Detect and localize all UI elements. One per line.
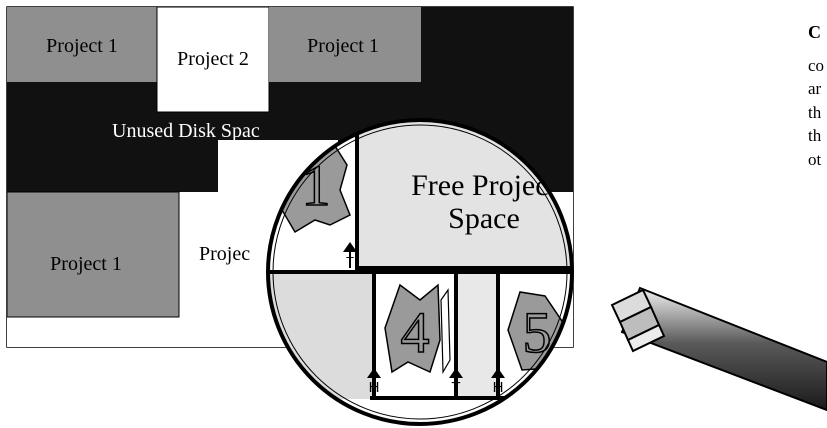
pointer-marker: T [343, 242, 357, 269]
pointer-marker: T [449, 368, 463, 396]
caption-line: ot [808, 150, 822, 169]
caption-line: ar [808, 79, 822, 98]
project-label: Project 1 [50, 253, 122, 275]
magnifier-lens-inner-rim [272, 124, 568, 420]
pointer-label: H [493, 379, 504, 396]
pointer-label: T [346, 254, 354, 269]
caption-line: co [808, 56, 825, 75]
pointer-label: T [569, 379, 578, 396]
project-label: Projec [199, 243, 250, 265]
free-space-label: Space [448, 202, 520, 235]
chunk-shape [384, 283, 441, 374]
caption-line: th [808, 103, 822, 122]
free-space-label: Free Project [411, 169, 557, 202]
caption-line: C [808, 22, 821, 42]
pointer-marker: H [491, 368, 505, 396]
project-block [156, 6, 270, 113]
project-block [269, 7, 421, 82]
handle-ring [626, 323, 666, 353]
magnifier-lens-rim [266, 118, 574, 426]
pointer-marker: T [567, 368, 578, 396]
project-block [7, 7, 157, 82]
project-block [6, 191, 180, 318]
pointer-marker: H [367, 368, 381, 396]
pointer-label: H [369, 379, 380, 396]
magnifier-handle [610, 286, 827, 412]
project-label: Project 1 [46, 35, 118, 57]
caption-line: th [808, 126, 822, 145]
handle-shaft [620, 286, 827, 412]
unused-disk-label: Unused Disk Spac [112, 120, 260, 142]
project-label: Project 1 [307, 35, 379, 57]
lens-column-gap [456, 274, 498, 399]
project-label: Project 2 [177, 48, 249, 70]
chunk-sliver [440, 288, 451, 375]
pointer-label: T [451, 379, 460, 396]
chunk-number: 4 [401, 300, 430, 365]
